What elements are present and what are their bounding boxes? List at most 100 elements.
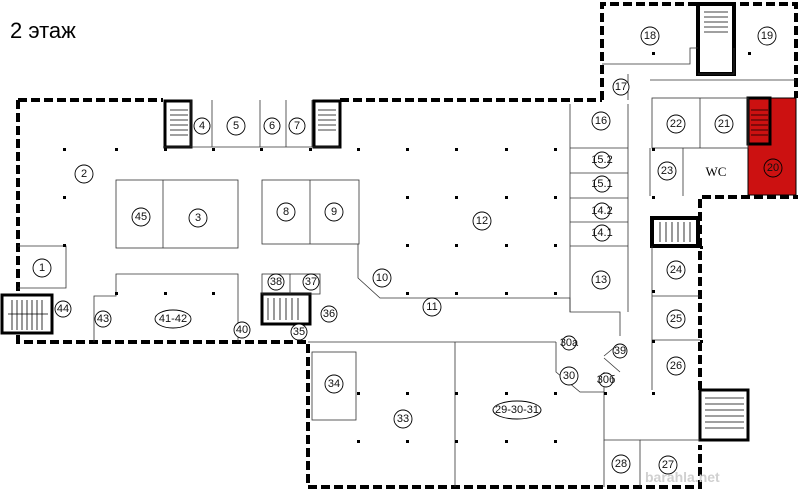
stair-left [0,293,54,335]
room-marker [290,323,308,341]
room-21[interactable]: 21 [714,114,734,134]
room-marker [263,117,281,135]
room-27[interactable]: 27 [658,455,678,475]
room-8[interactable]: 8 [276,202,296,222]
room-15-1[interactable]: 15.1 [591,175,613,193]
room-33[interactable]: 33 [393,409,413,429]
room-40[interactable]: 40 [233,321,251,339]
room-29-31[interactable]: 29-30-31 [492,400,542,420]
room-number: 8 [283,206,289,218]
room-37[interactable]: 37 [302,273,320,291]
stair-top-right [312,99,342,149]
room-number: 7 [294,120,300,132]
room-number: 21 [718,118,730,130]
room-number: 15.2 [591,154,612,166]
room-30a[interactable]: 30a [560,335,579,351]
room-marker [757,26,777,46]
room-43[interactable]: 43 [94,310,112,328]
room-number: 38 [270,276,282,288]
structural-columns [63,52,751,443]
room-marker [657,161,677,181]
room-number: 34 [328,378,340,390]
room-26[interactable]: 26 [666,356,686,376]
room-30[interactable]: 30 [559,366,579,386]
room-34[interactable]: 34 [324,374,344,394]
room-2[interactable]: 2 [74,164,94,184]
room-marker [612,343,628,359]
room-24[interactable]: 24 [666,260,686,280]
room-number: 26 [670,360,682,372]
room-marker [324,374,344,394]
room-number: 17 [615,81,627,93]
room-15-2[interactable]: 15.2 [591,151,613,169]
room-20[interactable]: 20 [763,158,783,178]
room-marker [591,270,611,290]
room-number: 6 [269,120,275,132]
room-35[interactable]: 35 [290,323,308,341]
room-23[interactable]: 23 [657,161,677,181]
room-number: 39 [614,345,626,357]
room-11[interactable]: 11 [422,297,442,317]
room-45[interactable]: 45 [131,207,151,227]
room-marker [320,305,338,323]
room-6[interactable]: 6 [263,117,281,135]
wc-label: WC [706,164,727,179]
room-marker [302,273,320,291]
room-marker [612,78,630,96]
room-13[interactable]: 13 [591,270,611,290]
room-number: 2 [81,168,87,180]
room-marker [561,335,577,351]
room-5[interactable]: 5 [226,116,246,136]
room-marker [422,297,442,317]
room-number: 30 [563,370,575,382]
room-number: 36 [323,308,335,320]
room-30b[interactable]: 30б [597,372,616,388]
room-9[interactable]: 9 [324,202,344,222]
room-marker [593,202,611,220]
room-number: 44 [57,303,69,315]
room-number: 40 [236,324,248,336]
room-28[interactable]: 28 [611,454,631,474]
room-number: 37 [305,276,317,288]
room-number: 33 [397,413,409,425]
room-marker [154,309,192,329]
room-number: 14.1 [591,227,612,239]
room-number: 3 [195,212,201,224]
room-number: 19 [761,30,773,42]
room-number: 14.2 [591,205,612,217]
room-14-1[interactable]: 14.1 [591,224,613,242]
room-4[interactable]: 4 [193,117,211,135]
room-41-42[interactable]: 41-42 [154,309,192,329]
room-marker [226,116,246,136]
room-marker [193,117,211,135]
room-36[interactable]: 36 [320,305,338,323]
room-22[interactable]: 22 [666,114,686,134]
room-38[interactable]: 38 [267,273,285,291]
room-3[interactable]: 3 [188,208,208,228]
room-16[interactable]: 16 [591,111,611,131]
room-39[interactable]: 39 [612,343,628,359]
room-marker [666,260,686,280]
room-7[interactable]: 7 [288,117,306,135]
room-marker [666,114,686,134]
room-14-2[interactable]: 14.2 [591,202,613,220]
room-number: 1 [39,262,45,274]
room-number: 23 [661,165,673,177]
room-12[interactable]: 12 [472,211,492,231]
room-number: 11 [426,301,437,313]
room-17[interactable]: 17 [612,78,630,96]
room-18[interactable]: 18 [640,26,660,46]
room-marker [188,208,208,228]
room-1[interactable]: 1 [32,258,52,278]
room-marker [32,258,52,278]
stair-top-left [163,99,193,149]
room-20-highlight[interactable] [747,97,797,196]
room-19[interactable]: 19 [757,26,777,46]
room-number: 35 [293,326,305,338]
room-number: 12 [476,215,488,227]
room-10[interactable]: 10 [372,268,392,288]
room-25[interactable]: 25 [666,309,686,329]
room-44[interactable]: 44 [54,300,72,318]
stair-36 [260,292,312,326]
